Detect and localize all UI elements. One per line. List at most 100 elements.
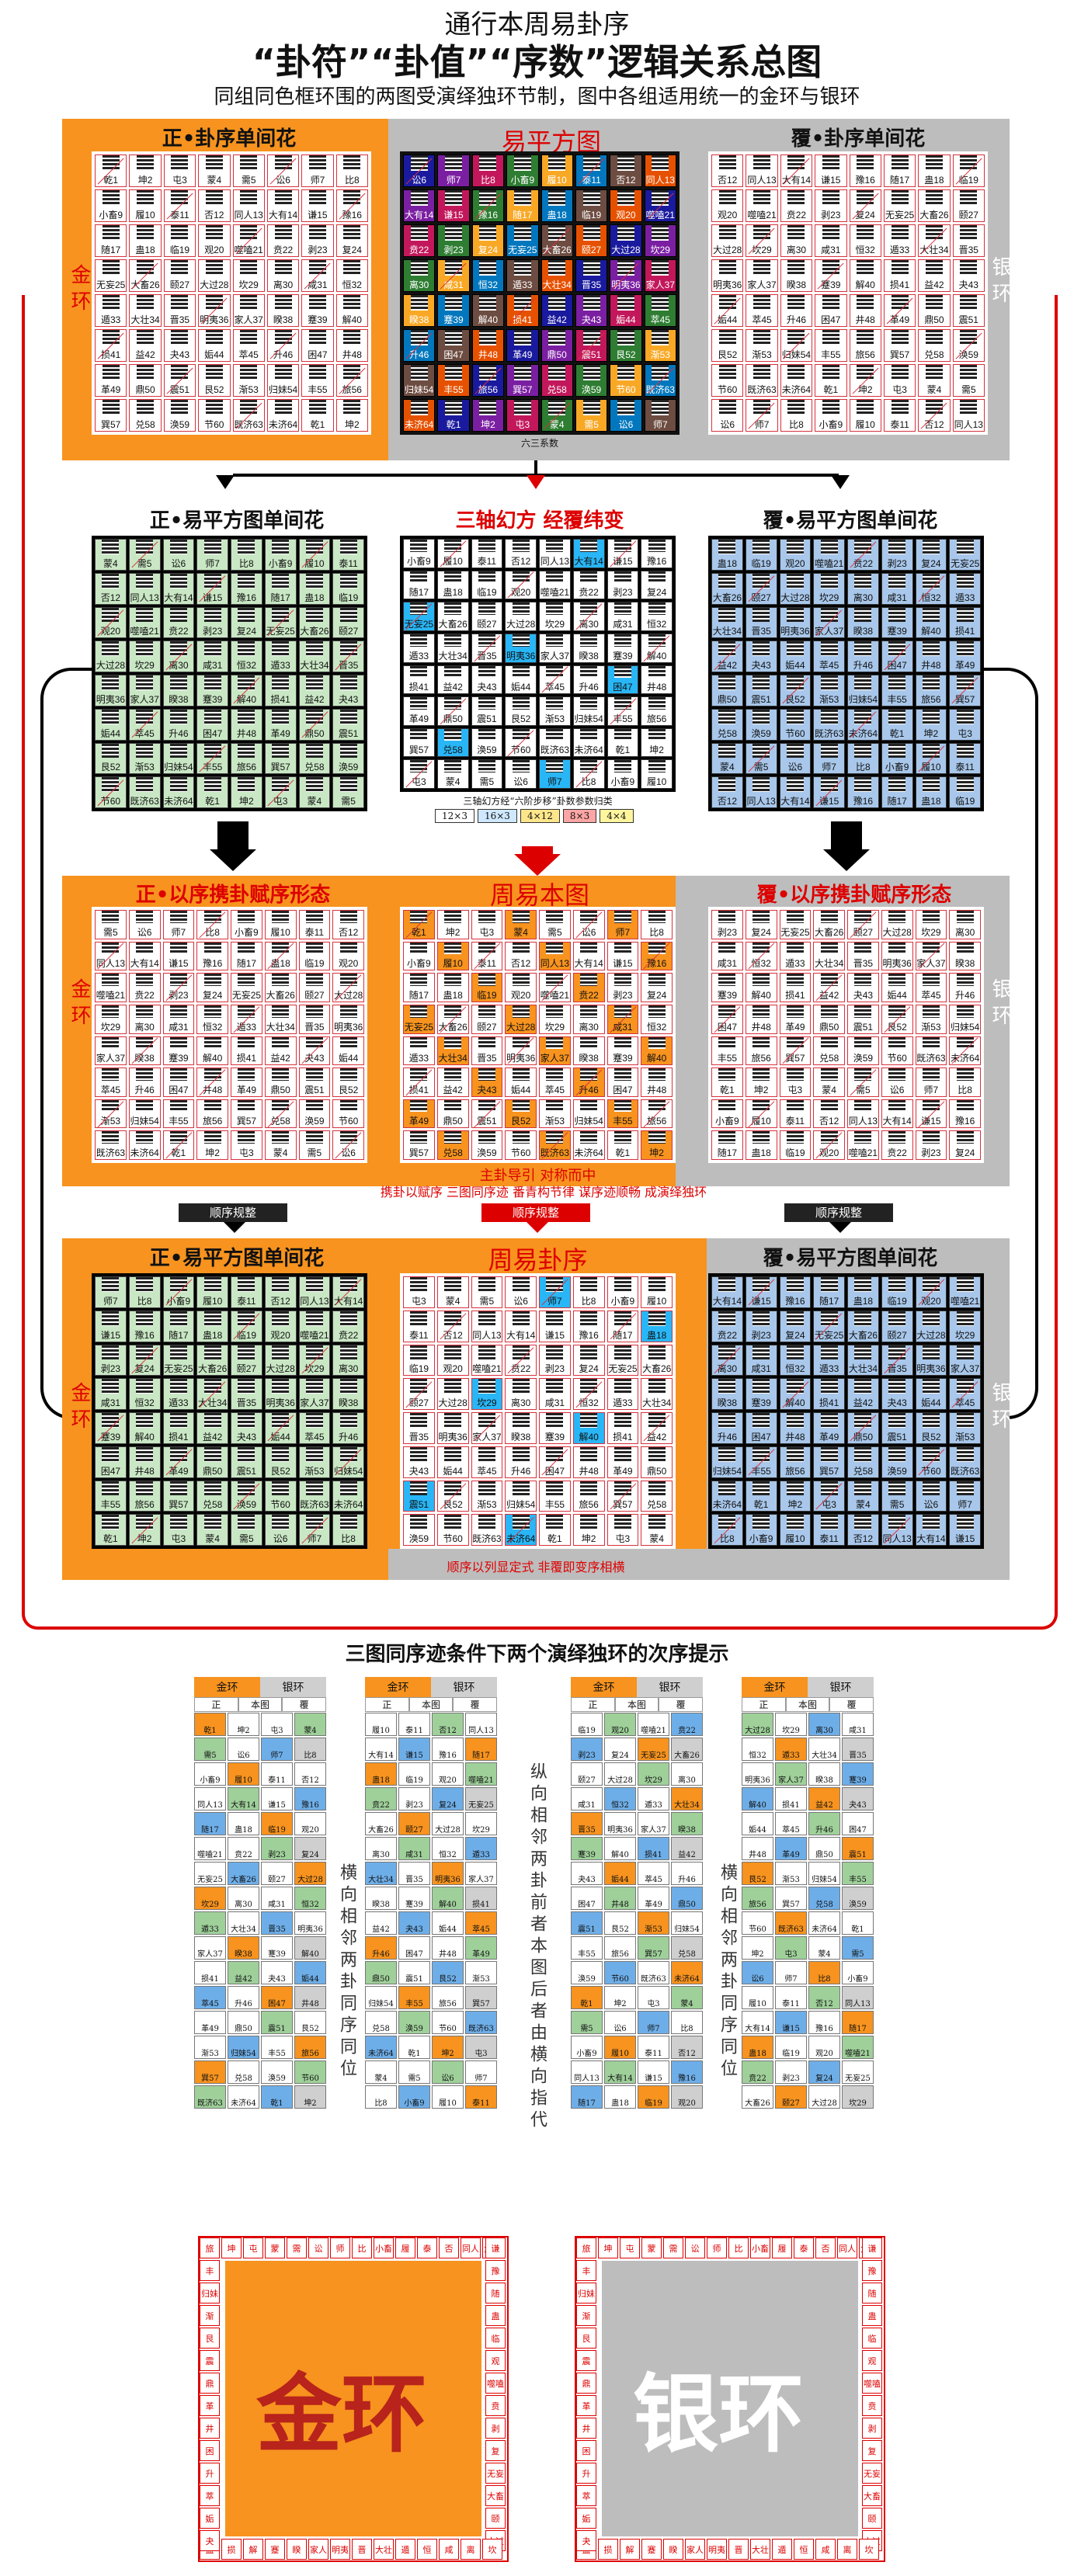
- seq-cell: 蹇39: [842, 1762, 874, 1786]
- hexagram-label: 夬43: [751, 660, 771, 671]
- hexagram-cell: 观20: [505, 973, 537, 1002]
- hexagram-label: 旅56: [202, 1116, 223, 1127]
- hexagram-cell: 家人37: [471, 1412, 503, 1444]
- seq-cell: 乾1: [842, 1911, 874, 1935]
- hexagram-label: 蛊18: [717, 557, 738, 569]
- hexagram-label: 豫16: [342, 210, 362, 220]
- hexagram-label: 革49: [889, 314, 910, 325]
- hexagram-label: 随17: [819, 1295, 839, 1307]
- hexagram-cell: 豫16: [335, 189, 368, 222]
- ring-edge-cell: 需: [287, 2238, 307, 2258]
- seq-cell: 小畜9: [571, 2036, 603, 2059]
- hexagram-label: 离30: [273, 279, 294, 290]
- hexagram-symbol: [339, 540, 357, 554]
- seq-cell: 否12: [432, 1713, 464, 1736]
- hexagram-label: 大有14: [506, 1329, 536, 1341]
- hexagram-symbol: [956, 1005, 974, 1018]
- hexagram-symbol: [888, 607, 906, 623]
- hexagram-symbol: [410, 1379, 428, 1394]
- hexagram-label: 贲22: [134, 989, 155, 1001]
- hexagram-label: 同人13: [540, 555, 570, 567]
- hexagram-cell: 大有14: [266, 189, 300, 222]
- hexagram-cell: 离30: [162, 641, 195, 672]
- seq-cell: 革49: [638, 1887, 669, 1910]
- hexagram-label: 屯3: [787, 1084, 803, 1095]
- hexagram-label: 否12: [819, 1116, 839, 1127]
- hexagram-symbol: [652, 225, 669, 241]
- hexagram-symbol: [925, 260, 943, 276]
- hexagram-cell: 蒙4: [711, 742, 743, 775]
- hexagram-symbol: [238, 1379, 255, 1394]
- hexagram-label: 井48: [478, 349, 499, 360]
- hexagram-label: 睽38: [338, 1397, 359, 1408]
- hexagram-cell: 晋35: [403, 1412, 435, 1444]
- hexagram-cell: 丰55: [607, 696, 639, 726]
- hexagram-symbol: [205, 190, 223, 206]
- hexagram-label: 旅56: [751, 1053, 771, 1064]
- hexagram-symbol: [272, 573, 290, 588]
- hexagram-cell: 解40: [745, 973, 777, 1002]
- hexagram-symbol: [752, 1413, 770, 1428]
- hexagram-label: 困47: [821, 314, 841, 325]
- hexagram-symbol: [786, 709, 804, 724]
- hexagram-cell: 履10: [915, 742, 947, 775]
- hexagram-label: 家人37: [472, 1431, 502, 1442]
- hexagram-symbol: [922, 1311, 940, 1326]
- hexagram-cell: 旅56: [196, 1099, 228, 1129]
- hexagram-symbol: [137, 260, 155, 276]
- hexagram-cell: 复24: [915, 539, 947, 571]
- hexagram-label: 蒙4: [649, 1533, 664, 1544]
- hexagram-cell: 井48: [128, 1446, 161, 1478]
- hexagram-cell: 否12: [711, 776, 743, 808]
- hexagram-label: 小畜9: [749, 1533, 773, 1544]
- seq-cell: 解40: [604, 1837, 636, 1860]
- hexagram-symbol: [718, 1379, 736, 1394]
- hexagram-label: 升46: [579, 1084, 599, 1095]
- hexagram-label: 小畜9: [885, 762, 909, 773]
- hexagram-cell: 巽57: [162, 1480, 195, 1512]
- hexagram-label: 遁33: [408, 1053, 429, 1064]
- hexagram-symbol: [444, 1345, 462, 1360]
- hexagram-label: 豫16: [785, 1295, 805, 1307]
- hexagram-label: 颐27: [408, 1397, 429, 1408]
- seq-cell: 升46: [808, 1812, 840, 1835]
- hexagram-label: 损41: [785, 989, 805, 1001]
- hexagram-cell: 大畜26: [196, 1344, 228, 1377]
- hexagram-symbol: [888, 540, 906, 554]
- hexagram-symbol: [169, 1005, 187, 1018]
- hexagram-symbol: [613, 665, 631, 679]
- hexagram-label: 屯3: [412, 776, 426, 787]
- hexagram-symbol: [956, 1036, 974, 1050]
- seq-cell: 贲22: [228, 1837, 259, 1860]
- hexagram-label: 困47: [169, 1084, 189, 1095]
- seq-subheader: 正本图覆: [194, 1697, 327, 1712]
- hexagram-cell: 坤2: [745, 1068, 777, 1097]
- seq-cell: 大过28: [742, 1713, 773, 1736]
- hexagram-cell: 坎29: [813, 572, 845, 605]
- hexagram-label: 泰11: [955, 762, 975, 773]
- hexagram-symbol: [238, 777, 255, 792]
- hexagram-cell: 大有14: [162, 572, 195, 605]
- hexagram-cell: 恒32: [128, 1378, 161, 1410]
- seq-cell: 损41: [638, 1837, 669, 1860]
- hexagram-cell: 师7: [539, 1276, 571, 1308]
- seq-header: 金环银环: [365, 1677, 497, 1697]
- hexagram-cell: 小畜9: [815, 399, 847, 432]
- hexagram-symbol: [786, 607, 804, 623]
- hexagram-label: 无妄25: [608, 1363, 638, 1375]
- hexagram-label: 井48: [921, 660, 941, 671]
- side-text-3: 横向相邻两卦同序同位: [718, 1863, 737, 2081]
- hexagram-label: 遁33: [101, 314, 121, 325]
- hexagram-cell: 涣59: [847, 1036, 879, 1066]
- ring-edge-cell: 蛊: [862, 2305, 882, 2326]
- hexagram-symbol: [956, 709, 974, 724]
- hexagram-label: 姤44: [921, 1397, 941, 1408]
- hexagram-symbol: [479, 155, 497, 171]
- seq-cell: 谦15: [775, 2011, 807, 2034]
- hexagram-cell: 夬43: [575, 294, 608, 327]
- seq-cell: 坤2: [432, 2036, 464, 2059]
- hexagram-cell: 讼6: [915, 1480, 947, 1512]
